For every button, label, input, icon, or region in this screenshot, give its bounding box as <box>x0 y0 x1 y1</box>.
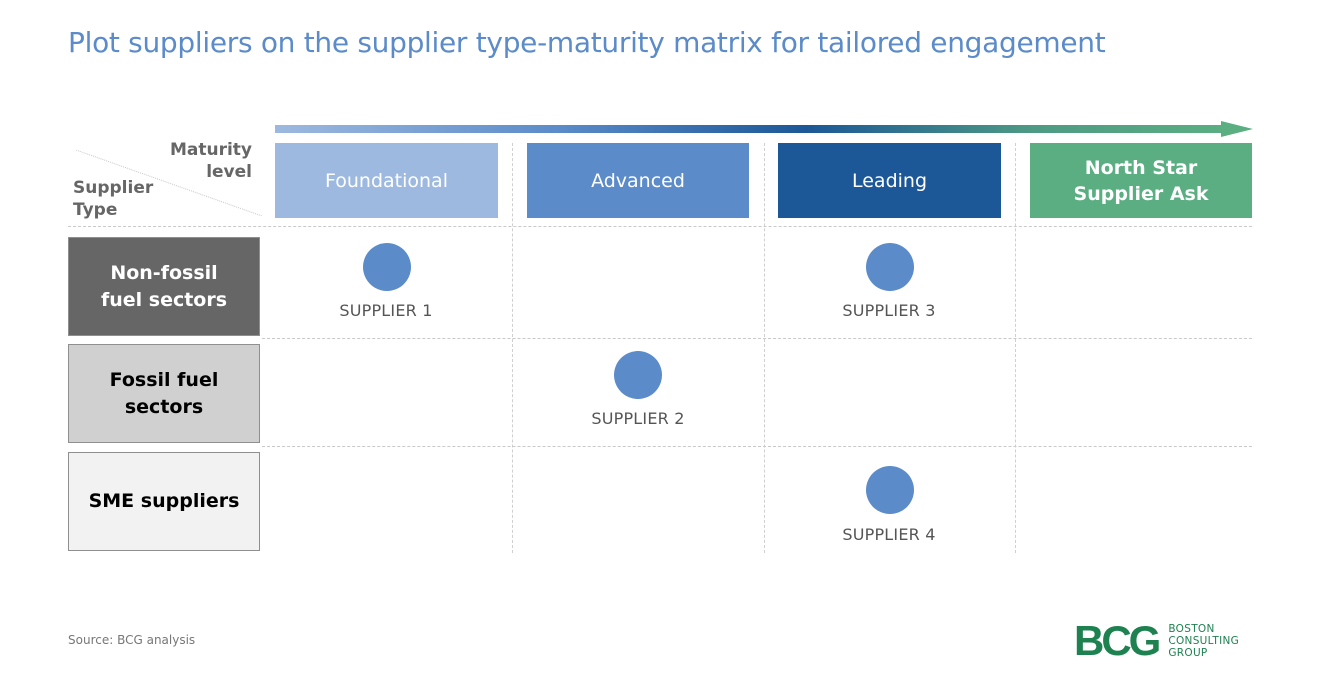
bcg-logo-mark: BCG <box>1074 617 1161 664</box>
grid-hline <box>262 446 1252 447</box>
page-title: Plot suppliers on the supplier type-matu… <box>68 26 1106 59</box>
column-label: Advanced <box>591 169 685 192</box>
source-note: Source: BCG analysis <box>68 633 196 647</box>
grid-vline <box>1015 143 1016 553</box>
supplier-4-label: SUPPLIER 4 <box>842 525 936 544</box>
maturity-arrow <box>275 121 1253 137</box>
row-label-line1: Non-fossil <box>110 261 218 284</box>
supplier-1-marker <box>363 243 411 291</box>
supplier-3-label: SUPPLIER 3 <box>842 301 936 320</box>
row-label-line2: fuel sectors <box>100 288 228 311</box>
column-header-north-star: North Star Supplier Ask <box>1030 143 1252 218</box>
maturity-label-line1: Maturity <box>169 140 252 160</box>
row-header-sme: SME suppliers <box>68 452 260 551</box>
logo-line2: CONSULTING <box>1168 635 1240 647</box>
grid-hline <box>68 226 1252 227</box>
column-header-advanced: Advanced <box>527 143 749 218</box>
grid-vline <box>764 143 765 553</box>
supplier-type-label: Supplier Type <box>73 177 153 221</box>
supplier-type-line2: Type <box>73 200 118 220</box>
column-header-foundational: Foundational <box>275 143 498 218</box>
column-label: Leading <box>851 169 928 192</box>
column-header-leading: Leading <box>778 143 1001 218</box>
grid-hline <box>262 338 1252 339</box>
grid-vline <box>512 143 513 553</box>
logo-line1: BOSTON <box>1168 623 1215 635</box>
supplier-2-label: SUPPLIER 2 <box>591 409 685 428</box>
supplier-2-marker <box>614 351 662 399</box>
column-label: Foundational <box>325 169 448 192</box>
row-header-non-fossil: Non-fossil fuel sectors <box>68 237 260 336</box>
bcg-logo: BCG BOSTON CONSULTING GROUP <box>1074 617 1239 664</box>
row-label: SME suppliers <box>88 490 240 512</box>
row-header-fossil: Fossil fuel sectors <box>68 344 260 443</box>
diagonal-divider <box>76 150 262 216</box>
column-label-line2: Supplier Ask <box>1073 182 1209 205</box>
row-label: Fossil fuel sectors <box>109 368 219 418</box>
maturity-level-label: Maturity level <box>150 139 252 183</box>
maturity-label-line2: level <box>206 162 252 182</box>
supplier-type-line1: Supplier <box>73 178 154 198</box>
bcg-logo-text: BOSTON CONSULTING GROUP <box>1168 623 1239 659</box>
supplier-3-marker <box>866 243 914 291</box>
logo-line3: GROUP <box>1168 647 1208 659</box>
supplier-1-label: SUPPLIER 1 <box>339 301 433 320</box>
column-label-line1: North Star <box>1084 156 1198 179</box>
supplier-4-marker <box>866 466 914 514</box>
